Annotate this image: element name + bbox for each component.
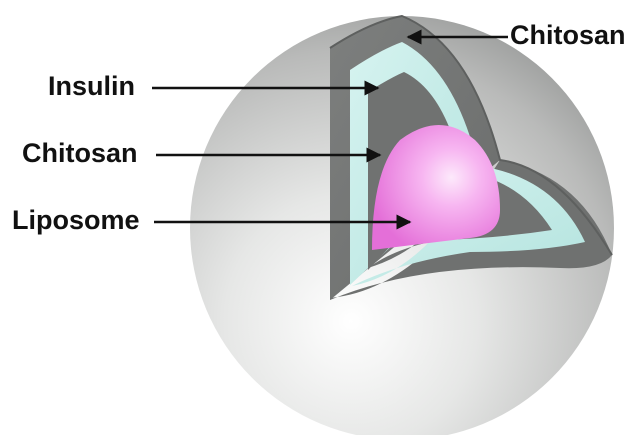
- label-liposome: Liposome: [12, 207, 140, 234]
- label-chitosan-outer: Chitosan: [510, 22, 626, 49]
- label-chitosan-inner: Chitosan: [22, 140, 138, 167]
- label-insulin: Insulin: [48, 73, 135, 100]
